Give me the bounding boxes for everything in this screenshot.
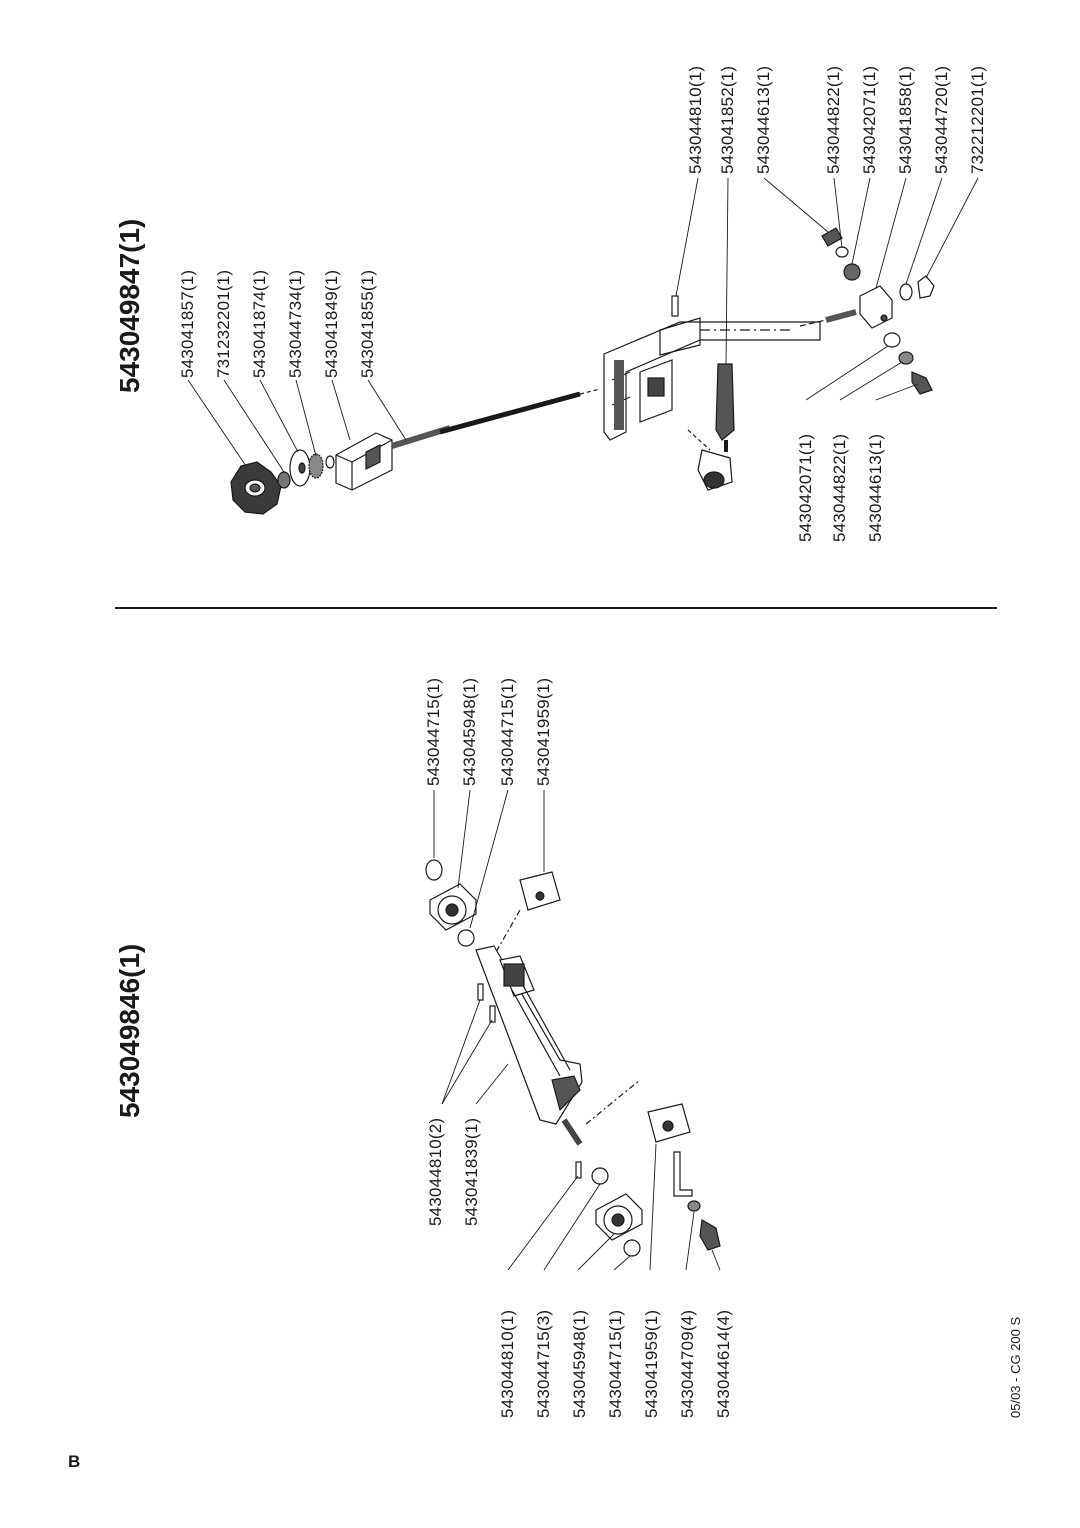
part-number: 543045948(1)	[570, 1309, 589, 1418]
part-number: 543044720(1)	[932, 65, 951, 174]
pad-bottom	[647, 1103, 691, 1143]
part-number: 543044715(3)	[534, 1309, 553, 1418]
washer	[325, 455, 335, 469]
part-number: 543041959(1)	[642, 1309, 661, 1418]
star-knob	[230, 461, 282, 515]
washer-top	[425, 859, 443, 881]
pin-bottom	[575, 1161, 582, 1179]
bushing-upper	[843, 263, 861, 281]
pin	[671, 295, 679, 317]
part-number: 543044715(1)	[424, 677, 443, 786]
part-number: 731232201(1)	[214, 269, 233, 378]
part-number: 543041959(1)	[534, 677, 553, 786]
lever-handle	[687, 363, 735, 491]
main-frame	[475, 945, 583, 1146]
small-nut	[277, 471, 291, 489]
bearing-bottom	[595, 1193, 643, 1241]
part-number: 543045948(1)	[460, 677, 479, 786]
part-number: 543041839(1)	[462, 1117, 481, 1226]
part-number: 543044810(1)	[686, 65, 705, 174]
part-number: 543041857(1)	[178, 269, 197, 378]
part-number: 543044614(4)	[714, 1309, 733, 1418]
bearing-top	[429, 883, 477, 931]
part-number: 543044810(2)	[426, 1117, 445, 1226]
hex-key	[673, 1151, 693, 1197]
slotted-block	[335, 432, 393, 491]
part-number: 543041858(1)	[896, 65, 915, 174]
page-letter: B	[68, 1452, 81, 1471]
part-number: 543042071(1)	[796, 433, 815, 542]
disc-wheel	[289, 449, 311, 487]
pin-b	[489, 1005, 496, 1023]
threaded-rod	[391, 388, 601, 449]
gear	[308, 453, 324, 479]
washer-mid	[457, 929, 475, 947]
part-number: 543044709(4)	[678, 1309, 697, 1418]
part-number: 543041855(1)	[358, 269, 377, 378]
screw-upper	[821, 227, 843, 247]
part-number: 543041852(1)	[718, 65, 737, 174]
bushing-lower	[883, 332, 901, 348]
part-number: 543044810(1)	[498, 1309, 517, 1418]
assembly-title-top: 543049847(1)	[114, 218, 145, 393]
screw-lower	[911, 371, 933, 395]
part-number: 543044715(1)	[498, 677, 517, 786]
part-number: 732212201(1)	[968, 65, 987, 174]
washer-lower	[591, 1167, 609, 1185]
part-number: 543044734(1)	[286, 269, 305, 378]
frame-bracket	[603, 317, 821, 441]
part-number: 543044822(1)	[830, 433, 849, 542]
pad-top	[519, 871, 561, 911]
pin-a	[477, 983, 484, 1001]
threaded-rod-right	[825, 309, 857, 323]
part-number: 543041874(1)	[250, 269, 269, 378]
washer-right	[899, 283, 913, 301]
part-number: 543042071(1)	[860, 65, 879, 174]
part-number: 543044715(1)	[606, 1309, 625, 1418]
part-number: 543044613(1)	[866, 433, 885, 542]
square-block	[859, 285, 893, 329]
part-number: 543044822(1)	[824, 65, 843, 174]
part-number: 543044613(1)	[754, 65, 773, 174]
assembly-title-bottom: 543049846(1)	[114, 943, 145, 1118]
part-number: 543041849(1)	[322, 269, 341, 378]
screw-bottom	[699, 1219, 721, 1251]
nut-right	[917, 275, 935, 299]
washer-bottom	[623, 1239, 641, 1257]
footer-code: 05/03 - CG 200 S	[1008, 1316, 1023, 1418]
